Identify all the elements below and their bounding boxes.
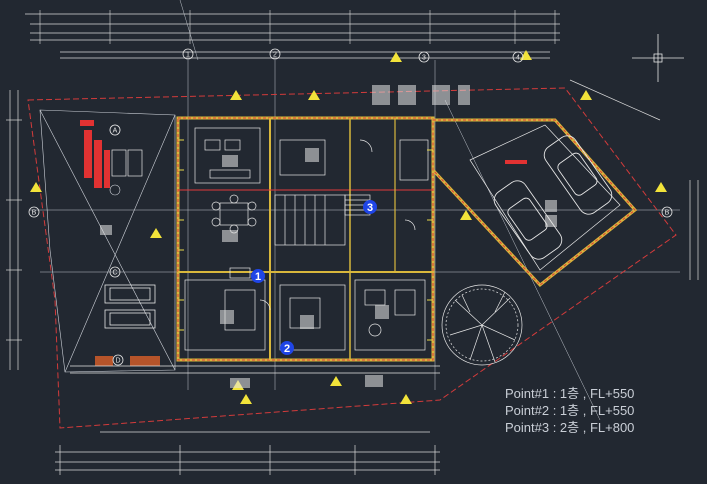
grid-bubble-left-c: C bbox=[109, 266, 121, 278]
grid-bubble-label: B bbox=[665, 210, 670, 217]
left-parking bbox=[104, 284, 156, 329]
red-stair bbox=[80, 120, 110, 188]
grid-bubble-label: D bbox=[115, 358, 120, 365]
top-dimension-lines bbox=[25, 10, 560, 59]
wall-ticks bbox=[178, 139, 433, 341]
grid-bubble-label: C bbox=[112, 270, 117, 277]
grid-bubble-top-3: 3 bbox=[418, 51, 430, 63]
grid-bubble-left-b: B bbox=[28, 206, 40, 218]
main-building-walls bbox=[176, 116, 435, 362]
grid-bubble-right-b: B bbox=[661, 206, 673, 218]
point-marker-label: 2 bbox=[284, 343, 290, 355]
car-2 bbox=[543, 135, 613, 215]
car-1 bbox=[493, 180, 563, 260]
garage bbox=[431, 118, 638, 288]
legend-line-3: Point#3 : 2층 , FL+800 bbox=[505, 420, 634, 435]
grid-bubble-left-a: A bbox=[109, 124, 121, 136]
site-boundary bbox=[27, 87, 677, 429]
crosshair-cursor bbox=[632, 34, 684, 82]
point-marker-label: 1 bbox=[255, 271, 261, 283]
stair-box bbox=[111, 149, 143, 177]
legend-line-1: Point#1 : 1층 , FL+550 bbox=[505, 386, 634, 401]
point-marker-1[interactable]: 1 bbox=[251, 269, 265, 283]
grid-bubble-label: B bbox=[32, 210, 37, 217]
left-yard-outline bbox=[39, 109, 176, 373]
planter-strip bbox=[70, 356, 440, 374]
point-marker-3[interactable]: 3 bbox=[363, 200, 377, 214]
bottom-dimension-lines bbox=[55, 431, 440, 475]
right-dimension-lines bbox=[569, 79, 699, 280]
grid-bubble-top-4: 4 bbox=[512, 51, 524, 63]
grid-bubble-label: A bbox=[113, 128, 118, 135]
grid-bubble-left-d: D bbox=[112, 354, 124, 366]
annotation-blocks bbox=[100, 85, 557, 388]
point-marker-label: 3 bbox=[367, 202, 373, 214]
legend: Point#1 : 1층 , FL+550 Point#2 : 1층 , FL+… bbox=[505, 386, 634, 435]
grid-bubble-label: 4 bbox=[516, 55, 520, 62]
grid-bubble-label: 3 bbox=[422, 55, 426, 62]
point-marker-2[interactable]: 2 bbox=[280, 341, 294, 355]
grid-bubble-top-1: 1 bbox=[182, 48, 194, 60]
legend-line-2: Point#2 : 1층 , FL+550 bbox=[505, 403, 634, 418]
grid-bubble-label: 2 bbox=[273, 52, 277, 59]
red-garage-label bbox=[505, 160, 527, 164]
grid-bubble-top-2: 2 bbox=[269, 48, 281, 60]
tree bbox=[441, 284, 523, 366]
left-dimension-lines bbox=[6, 90, 22, 370]
grid-bubble-label: 1 bbox=[186, 52, 190, 59]
